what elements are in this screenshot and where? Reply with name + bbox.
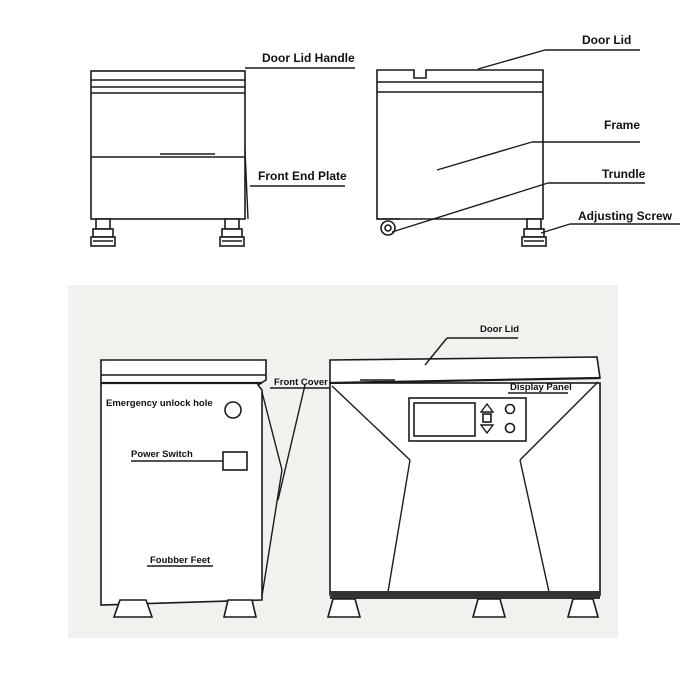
base-strip <box>330 591 600 599</box>
panel-button-top[interactable] <box>504 403 516 415</box>
leader-adjusting-screw <box>540 223 571 234</box>
leader-trundle <box>391 182 549 233</box>
display-screen <box>413 402 476 437</box>
down-arrow-icon[interactable] <box>479 424 495 435</box>
label-door-lid-top: Door Lid <box>582 33 631 47</box>
label-emergency-unlock-hole: Emergency unlock hole <box>106 398 213 409</box>
trundle-wheel <box>377 218 400 236</box>
adjusting-screw-foot <box>521 218 547 247</box>
label-power-switch: Power Switch <box>131 449 193 460</box>
label-door-lid-bottom: Door Lid <box>480 324 519 335</box>
label-front-cover: Front Cover <box>274 377 328 388</box>
label-door-lid-handle: Door Lid Handle <box>262 51 355 65</box>
label-frame: Frame <box>604 118 640 132</box>
power-switch[interactable] <box>222 451 248 471</box>
rubber-foot-right <box>222 599 258 618</box>
right-foot <box>219 218 245 247</box>
rubber-foot-left <box>112 599 154 618</box>
panel-button-bottom[interactable] <box>504 422 516 434</box>
leader-frame <box>436 141 533 171</box>
leader-door-lid-bottom <box>424 337 448 366</box>
display-panel[interactable] <box>408 397 527 442</box>
select-button[interactable] <box>482 413 492 423</box>
left-foot <box>90 218 116 247</box>
bottom-side-view <box>100 359 306 618</box>
leader-door-lid-top <box>477 49 546 70</box>
front-foot-right <box>566 598 600 618</box>
label-trundle: Trundle <box>602 167 646 181</box>
top-front-view <box>376 49 680 247</box>
top-side-view <box>90 67 355 247</box>
label-adjusting-screw: Adjusting Screw <box>578 209 673 223</box>
label-front-end-plate: Front End Plate <box>258 169 347 183</box>
label-foubber-feet: Foubber Feet <box>150 555 211 566</box>
front-foot-mid <box>471 598 507 618</box>
front-foot-left <box>326 598 362 618</box>
bottom-front-view <box>270 337 601 618</box>
emergency-unlock-hole[interactable] <box>224 401 242 419</box>
label-display-panel: Display Panel <box>510 382 572 393</box>
up-arrow-icon[interactable] <box>479 402 495 413</box>
